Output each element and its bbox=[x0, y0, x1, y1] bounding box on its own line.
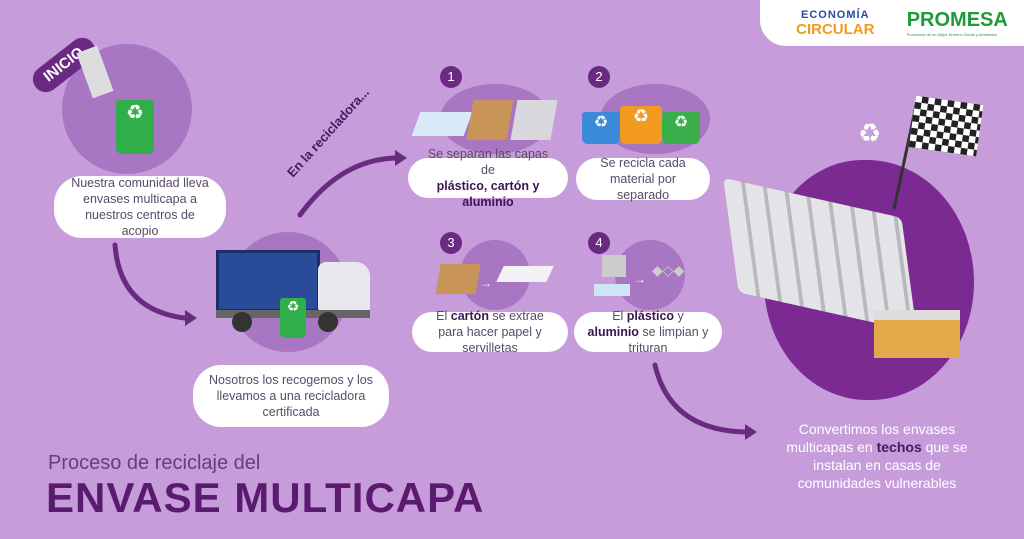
bold-text: plástico, cartón y aluminio bbox=[436, 179, 540, 209]
bg-circle bbox=[615, 240, 685, 310]
bubble-community: Nuestra comunidad lleva envases multicap… bbox=[54, 176, 226, 238]
text: El plástico y aluminio se limpian y trit… bbox=[586, 308, 710, 356]
recycle-bin-icon: ♻ bbox=[116, 100, 154, 154]
bold-text: techos bbox=[876, 439, 922, 455]
step-number: 1 bbox=[440, 66, 462, 88]
text: El cartón se extrae para hacer papel y s… bbox=[424, 308, 556, 356]
cardboard-icon bbox=[435, 264, 481, 294]
text: El bbox=[436, 309, 451, 323]
plastic-icon bbox=[594, 284, 630, 296]
arrow-right-icon: → bbox=[634, 272, 646, 286]
house-icon bbox=[874, 310, 960, 358]
bubble-step-2: Se recicla cada material por separado bbox=[576, 156, 710, 202]
truck-cab-icon bbox=[318, 262, 370, 312]
aluminum-icon bbox=[602, 255, 626, 277]
orange-bin-icon: ♻ bbox=[620, 106, 662, 144]
cardboard-layer-icon bbox=[466, 100, 514, 140]
title-line-2: ENVASE MULTICAPA bbox=[46, 474, 485, 521]
wheel-icon bbox=[232, 312, 252, 332]
green-bin-icon: ♻ bbox=[662, 112, 700, 144]
bubble-collect: Nosotros los recogemos y los llevamos a … bbox=[193, 365, 389, 427]
text: Convertimos los envases multicapas en bbox=[786, 421, 956, 455]
step-number: 3 bbox=[440, 232, 462, 254]
text: se limpian y trituran bbox=[628, 325, 709, 355]
final-text: Convertimos los envases multicapas en te… bbox=[772, 420, 982, 492]
logo-tagline: Promotora de un Mejor Entorno Social y A… bbox=[906, 32, 997, 37]
logo-text: PROMESA bbox=[906, 9, 1008, 31]
arrow-2 bbox=[297, 155, 398, 218]
aluminum-layer-icon bbox=[510, 100, 558, 140]
bold-text: aluminio bbox=[587, 325, 639, 339]
text: El bbox=[612, 309, 627, 323]
text: Nosotros los recogemos y los llevamos a … bbox=[209, 373, 373, 419]
arrow-3 bbox=[652, 362, 748, 435]
shredded-pieces-icon: ◆◇◆ bbox=[652, 262, 685, 278]
bold-text: cartón bbox=[450, 309, 489, 323]
bold-text: plástico bbox=[626, 309, 675, 323]
step-number: 4 bbox=[588, 232, 610, 254]
text: Se recicla cada material por separado bbox=[600, 156, 686, 202]
recycle-bin-icon: ♻ bbox=[280, 298, 306, 338]
title-line-1: Proceso de reciclaje del bbox=[48, 452, 261, 474]
bubble-step-4: El plástico y aluminio se limpian y trit… bbox=[574, 309, 722, 355]
blue-bin-icon: ♻ bbox=[582, 112, 620, 144]
text: y bbox=[674, 309, 684, 323]
arrow-right-icon: → bbox=[480, 276, 492, 290]
logo-text: CIRCULAR bbox=[796, 20, 875, 38]
step-number: 2 bbox=[588, 66, 610, 88]
bubble-step-3: El cartón se extrae para hacer papel y s… bbox=[412, 309, 568, 355]
arrow-1 bbox=[112, 242, 188, 321]
recycle-icon: ♻ bbox=[858, 118, 882, 148]
wheel-icon bbox=[318, 312, 338, 332]
text: que se instalan en casas de comunidades … bbox=[797, 439, 968, 491]
plastic-layer-icon bbox=[411, 112, 473, 136]
logo-text: ECONOMÍA bbox=[801, 8, 870, 21]
text: Se separan las capas de bbox=[427, 147, 549, 177]
checkered-flag-icon bbox=[908, 95, 984, 157]
text: Nuestra comunidad lleva envases multicap… bbox=[71, 176, 209, 238]
text: se extrae para hacer papel y servilletas bbox=[438, 309, 544, 355]
napkins-icon bbox=[496, 266, 554, 282]
